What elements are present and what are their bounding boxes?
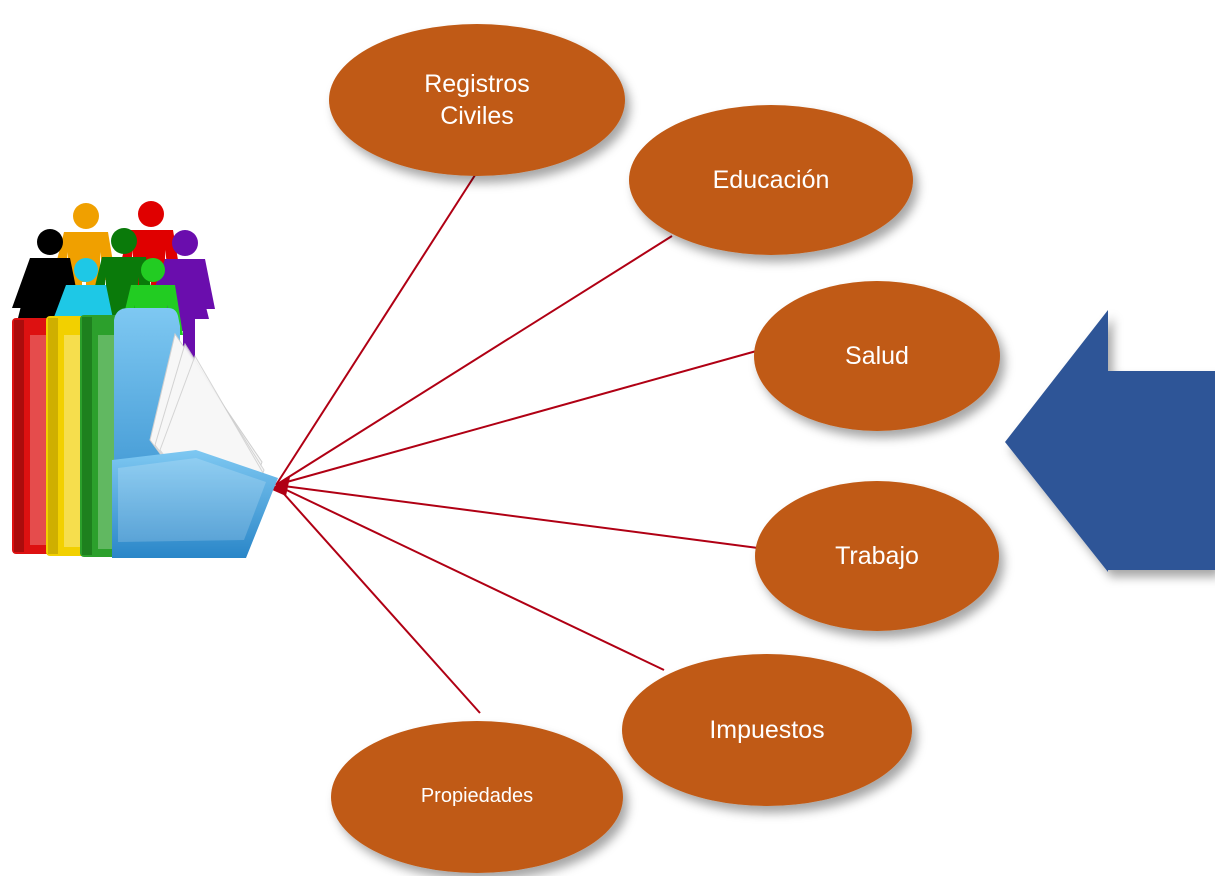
- node-educacion: Educación: [712, 166, 830, 194]
- node-propiedades-shape: [331, 721, 623, 873]
- connector-educacion: [275, 235, 673, 486]
- connector-trabajo: [275, 484, 759, 549]
- folders-icon: [12, 308, 278, 558]
- connector-impuestos: [275, 484, 665, 671]
- node-registros-shape: [329, 24, 625, 176]
- folder-yellow: [46, 316, 88, 556]
- node-salud-shape: [754, 281, 1000, 431]
- connector-salud: [275, 349, 761, 486]
- folder-blue: [112, 308, 278, 558]
- node-educacion-shape: [629, 105, 913, 255]
- node-trabajo-shape: [755, 481, 999, 631]
- connector-propiedades: [275, 484, 481, 714]
- node-propiedades: Propiedades: [420, 785, 534, 808]
- connector-lines: [275, 171, 761, 714]
- node-registros-civiles: Registros Civiles: [424, 70, 530, 130]
- node-ellipses: [329, 24, 1000, 873]
- hub-arrowhead: [270, 477, 290, 496]
- node-salud: Salud: [845, 342, 909, 370]
- node-impuestos-shape: [622, 654, 912, 806]
- connector-registros: [275, 171, 478, 486]
- left-arrow-icon: [1005, 310, 1215, 572]
- node-impuestos: Impuestos: [709, 716, 825, 744]
- node-trabajo: Trabajo: [835, 542, 919, 570]
